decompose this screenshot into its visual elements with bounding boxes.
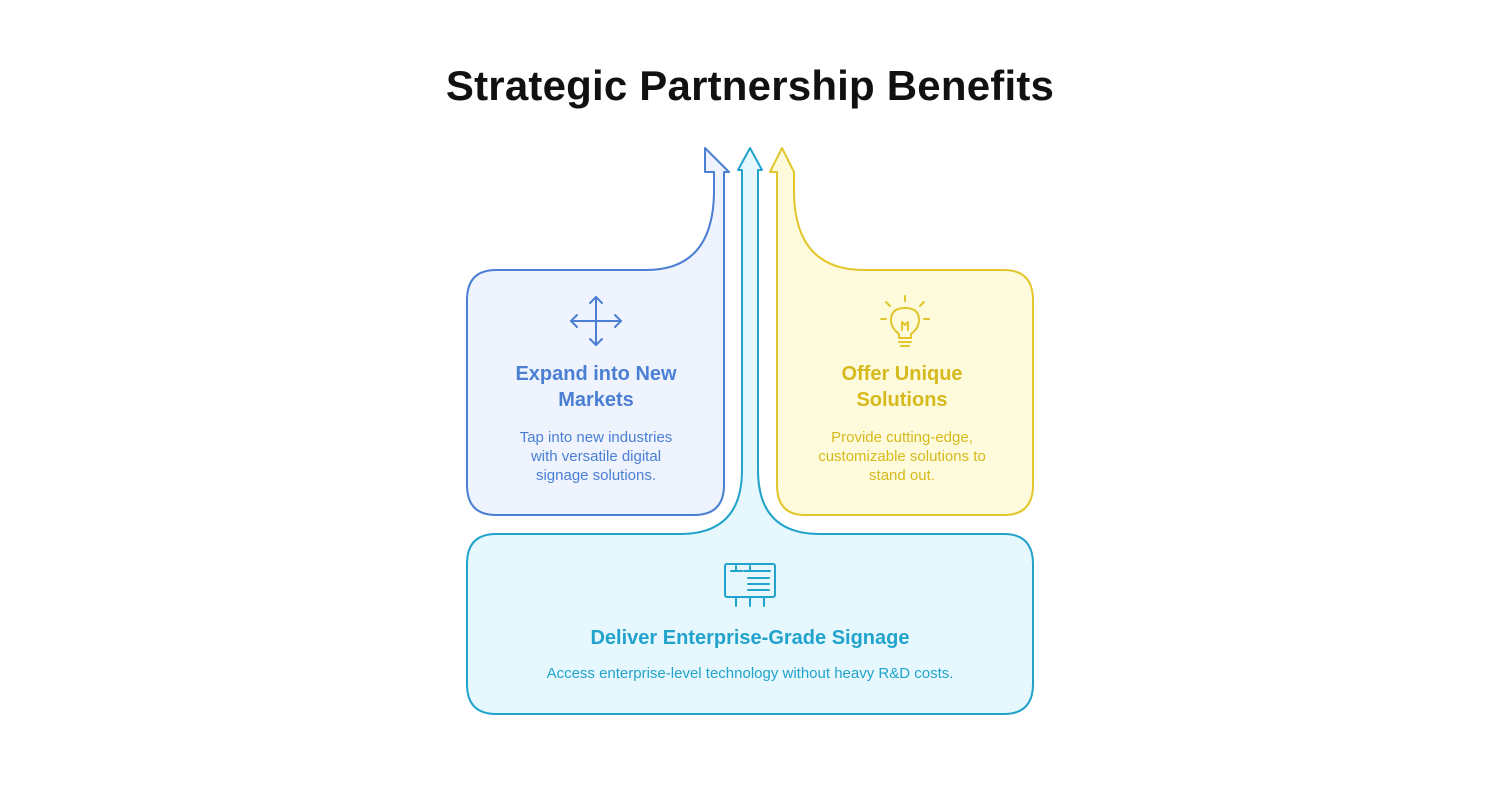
solutions-card-shape: [769, 147, 1034, 516]
markets-heading: Expand into New Markets: [477, 361, 715, 413]
move-arrows-icon: [570, 296, 622, 346]
markets-desc-line-2: with versatile digital: [530, 448, 662, 465]
signage-card-shape: [466, 147, 1034, 715]
solutions-heading-line-2: Solutions: [856, 389, 948, 411]
markets-desc-line-1: Tap into new industries: [519, 429, 673, 446]
billboard-icon: [724, 563, 776, 607]
solutions-desc-line-2: customizable solutions to: [818, 448, 986, 465]
signage-card: Deliver Enterprise-Grade Signage Access …: [480, 625, 1020, 683]
solutions-heading: Offer Unique Solutions: [781, 361, 1023, 413]
solutions-heading-line-1: Offer Unique: [841, 363, 963, 385]
solutions-description: Provide cutting-edge, customizable solut…: [781, 428, 1023, 485]
markets-description: Tap into new industries with versatile d…: [477, 428, 715, 485]
markets-card-shape: [466, 147, 730, 516]
markets-desc-line-3: signage solutions.: [535, 467, 657, 484]
solutions-card: Offer Unique Solutions Provide cutting-e…: [781, 361, 1023, 485]
solutions-desc-line-3: stand out.: [869, 467, 935, 484]
page-title: Strategic Partnership Benefits: [445, 62, 1055, 109]
signage-description: Access enterprise-level technology witho…: [546, 665, 954, 682]
signage-heading: Deliver Enterprise-Grade Signage: [590, 627, 910, 649]
lightbulb-icon: [880, 295, 930, 347]
markets-heading-line-2: Markets: [558, 389, 634, 411]
markets-heading-line-1: Expand into New: [515, 363, 677, 385]
solutions-desc-line-1: Provide cutting-edge,: [831, 429, 973, 446]
markets-card: Expand into New Markets Tap into new ind…: [477, 361, 715, 485]
